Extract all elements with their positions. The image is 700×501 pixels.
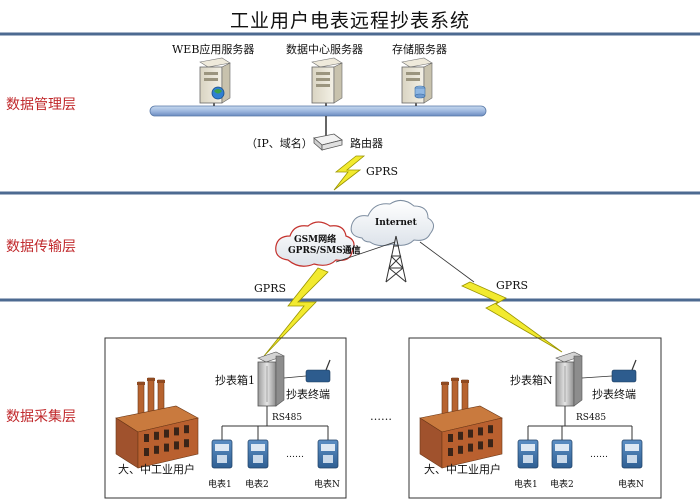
site2-meter1-label: 电表1 <box>514 480 538 490</box>
site1-meterN-label: 电表N <box>314 480 340 490</box>
site2-rs485-label: RS485 <box>576 413 607 423</box>
layer-transmission-label: 数据传输层 <box>6 239 76 255</box>
site2-user-label: 大、中工业用户 <box>424 463 501 476</box>
layer-collection-label: 数据采集层 <box>6 409 76 425</box>
site2-frame <box>408 337 662 499</box>
site2-factory-icon <box>419 377 503 469</box>
between-sites-dots: …… <box>370 410 392 423</box>
internet-to-gprs-right-line <box>419 241 475 283</box>
site2-meterN-label: 电表N <box>618 480 644 490</box>
site2-meter-box-icon <box>555 351 583 407</box>
site2-dots: …… <box>590 450 608 460</box>
site2-box-label: 抄表箱N <box>510 374 553 387</box>
gsm-network-label: GSM网络 <box>294 235 337 245</box>
site1-rs485-bus <box>221 406 329 440</box>
site1-dots: …… <box>286 450 304 460</box>
router-icon <box>313 133 343 151</box>
gprs-top-label: GPRS <box>366 165 399 178</box>
site1-factory-icon <box>115 377 199 469</box>
site1-meter1-label: 电表1 <box>208 480 232 490</box>
router-label: 路由器 <box>350 137 383 150</box>
gprs-left-label: GPRS <box>254 282 287 295</box>
site2-terminal-label: 抄表终端 <box>592 388 636 401</box>
gprs-lightning-top <box>333 155 366 191</box>
site1-box-label: 抄表箱1 <box>215 374 255 387</box>
site1-meter2-label: 电表2 <box>245 480 269 490</box>
site1-meter-box-icon <box>257 351 285 407</box>
tower-to-gsm-line <box>335 241 396 263</box>
storage-server-label: 存储服务器 <box>392 43 447 56</box>
site2-terminal-icon <box>581 359 637 383</box>
site1-terminal-label: 抄表终端 <box>286 388 330 401</box>
site1-meters <box>211 439 339 469</box>
internet-label: Internet <box>375 218 417 228</box>
site2-meter2-label: 电表2 <box>550 480 574 490</box>
gprs-right-label: GPRS <box>496 279 529 292</box>
datacenter-server-label: 数据中心服务器 <box>286 43 363 56</box>
datacenter-server-icon <box>311 57 343 106</box>
gsm-cloud-icon <box>275 221 355 267</box>
gprs-lightning-left <box>263 267 329 357</box>
site1-rs485-label: RS485 <box>272 413 303 423</box>
layer-management-label: 数据管理层 <box>6 97 76 113</box>
site1-user-label: 大、中工业用户 <box>118 463 195 476</box>
gprs-lightning-right <box>461 281 563 353</box>
router-ip-note: （IP、域名） <box>246 137 313 150</box>
site2-rs485-bus <box>527 406 633 440</box>
site2-meters <box>517 439 643 469</box>
page-title: 工业用户电表远程抄表系统 <box>229 10 470 32</box>
server-bus <box>149 105 487 117</box>
gsm-gprs-sms-label: GPRS/SMS通信 <box>288 246 361 256</box>
cell-tower-icon <box>385 235 407 283</box>
site1-frame <box>104 337 347 499</box>
web-server-icon <box>199 57 231 106</box>
web-server-label: WEB应用服务器 <box>172 43 255 56</box>
site1-terminal-icon <box>283 359 331 383</box>
storage-server-icon <box>401 57 433 106</box>
